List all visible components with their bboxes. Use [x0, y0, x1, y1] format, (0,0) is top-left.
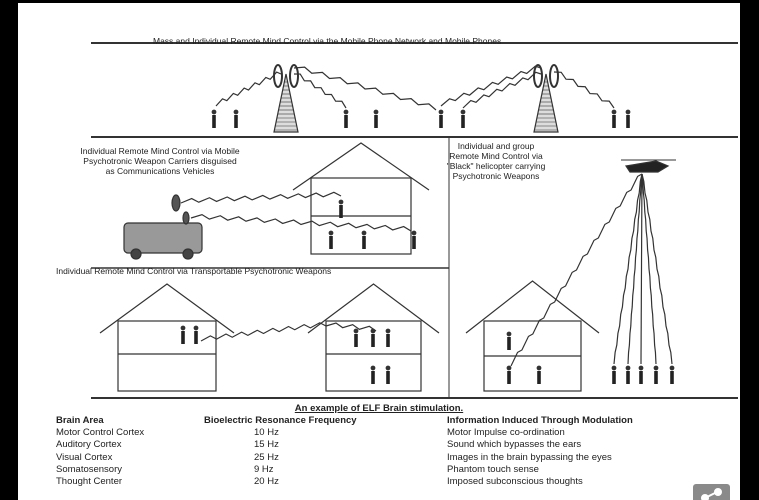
- table-cell: Thought Center: [56, 476, 123, 488]
- column-brain-area: Brain Area Motor Control Cortex Auditory…: [56, 415, 144, 488]
- table-cell: Auditory Cortex: [56, 439, 122, 451]
- title-line: as Communications Vehicles: [105, 166, 215, 176]
- table-cell: 20 Hz: [254, 476, 279, 488]
- transportable-panel-title: Individual Remote Mind Control via Trans…: [56, 266, 332, 276]
- column-header: Bioelectric Resonance Frequency: [204, 415, 357, 426]
- table-cell: Motor Control Cortex: [56, 427, 145, 439]
- table-cell: Somatosensory: [56, 463, 123, 475]
- helicopter-panel-title: Individual and group Remote Mind Control…: [416, 141, 576, 181]
- table-cell: Imposed subconscious thoughts: [447, 476, 583, 488]
- table-cell: Motor Impulse co-ordination: [447, 427, 565, 439]
- column-frequency: Bioelectric Resonance Frequency 10 Hz 15…: [204, 415, 357, 488]
- vehicle-panel-title: Individual Remote Mind Control via Mobil…: [60, 146, 260, 176]
- table-cell: 15 Hz: [254, 439, 279, 451]
- title-line: Individual Remote Mind Control via Mobil…: [80, 146, 240, 156]
- title-line: Psychotronic Weapon Carriers disguised: [83, 156, 237, 166]
- top-panel-title: Mass and Individual Remote Mind Control …: [153, 36, 502, 46]
- column-header: Brain Area: [56, 415, 104, 426]
- title-line: Remote Mind Control via: [449, 151, 543, 161]
- table-title: An example of ELF Brain stimulation.: [294, 403, 464, 414]
- title-line: "Black" helicopter carrying: [446, 161, 546, 171]
- diagram-sheet: Mass and Individual Remote Mind Control …: [18, 3, 740, 500]
- title-line: Psychotronic Weapons: [452, 171, 540, 181]
- table-cell: Phantom touch sense: [447, 463, 539, 475]
- column-information: Information Induced Through Modulation M…: [447, 415, 633, 488]
- table-cell: Visual Cortex: [56, 451, 113, 463]
- share-icon: [701, 488, 722, 500]
- table-cell: 25 Hz: [254, 451, 279, 463]
- column-header: Information Induced Through Modulation: [447, 415, 633, 426]
- table-cell: Images in the brain bypassing the eyes: [447, 451, 612, 463]
- diagram-artwork: [91, 42, 738, 399]
- table-cell: 10 Hz: [254, 427, 279, 439]
- share-button[interactable]: [693, 484, 730, 500]
- table-cell: Sound which bypasses the ears: [447, 439, 582, 451]
- table-cell: 9 Hz: [254, 463, 274, 475]
- title-line: Individual and group: [457, 141, 535, 151]
